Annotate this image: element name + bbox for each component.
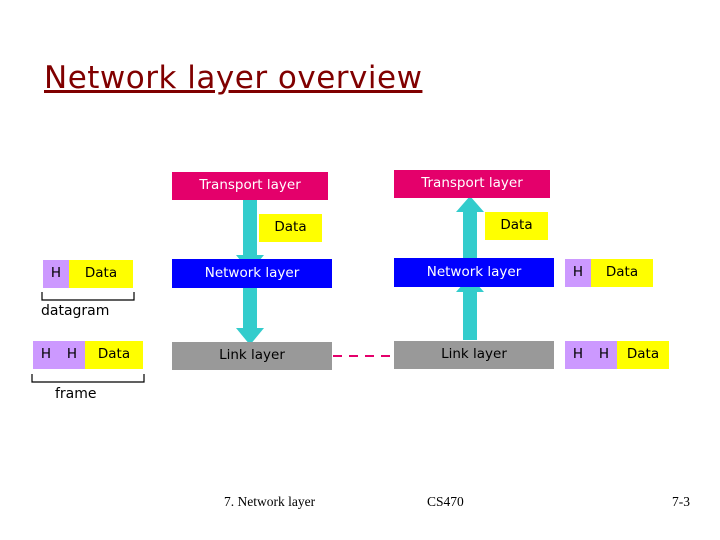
right-network-layer-box[interactable]: Network layer [394,258,554,287]
left-frame-data-label: Data [97,346,131,363]
left-network-layer-label: Network layer [204,264,300,281]
left-data-box[interactable]: Data [259,214,322,242]
right-frame-outer-header-box[interactable]: H [565,341,591,369]
right-network-layer-label: Network layer [426,263,522,280]
left-frame-inner-header-box[interactable]: H [59,341,85,369]
footer-center: CS470 [427,494,464,509]
right-frame-data-label: Data [626,346,660,363]
left-datagram-data-label: Data [84,265,118,282]
arrow-right-network-to-transport [456,196,484,260]
footer-left: 7. Network layer [224,494,316,509]
datagram-caption: datagram [41,303,110,319]
datagram-brace [41,292,135,301]
left-link-layer-box[interactable]: Link layer [172,342,332,370]
right-data-label: Data [500,217,533,234]
right-frame-outer-header-label: H [572,346,584,363]
right-data-box[interactable]: Data [485,212,548,240]
left-datagram-header-label: H [50,265,62,282]
footer-right: 7-3 [672,494,690,509]
arrow-left-network-to-link [236,288,264,345]
right-link-layer-box[interactable]: Link layer [394,341,554,369]
page-title: Network layer overview [44,60,423,96]
left-link-layer-label: Link layer [219,347,285,364]
left-datagram-data-box[interactable]: Data [69,260,133,288]
right-datagram-header-label: H [572,264,584,281]
right-datagram-header-box[interactable]: H [565,259,591,287]
right-datagram-data-label: Data [605,264,639,281]
right-frame-inner-header-box[interactable]: H [591,341,617,369]
left-transport-layer-box[interactable]: Transport layer [172,172,328,200]
left-data-label: Data [274,219,307,236]
left-datagram-header-box[interactable]: H [43,260,69,288]
left-network-layer-box[interactable]: Network layer [172,259,332,288]
left-frame-data-box[interactable]: Data [85,341,143,369]
right-datagram-data-box[interactable]: Data [591,259,653,287]
right-transport-layer-box[interactable]: Transport layer [394,170,550,198]
frame-brace [31,374,145,383]
left-frame-outer-header-box[interactable]: H [33,341,59,369]
frame-caption: frame [55,386,97,402]
right-link-layer-label: Link layer [441,346,507,363]
right-frame-data-box[interactable]: Data [617,341,669,369]
right-frame-inner-header-label: H [598,346,610,363]
right-transport-layer-label: Transport layer [421,175,523,192]
left-transport-layer-label: Transport layer [199,177,301,194]
left-frame-outer-header-label: H [40,346,52,363]
left-frame-inner-header-label: H [66,346,78,363]
